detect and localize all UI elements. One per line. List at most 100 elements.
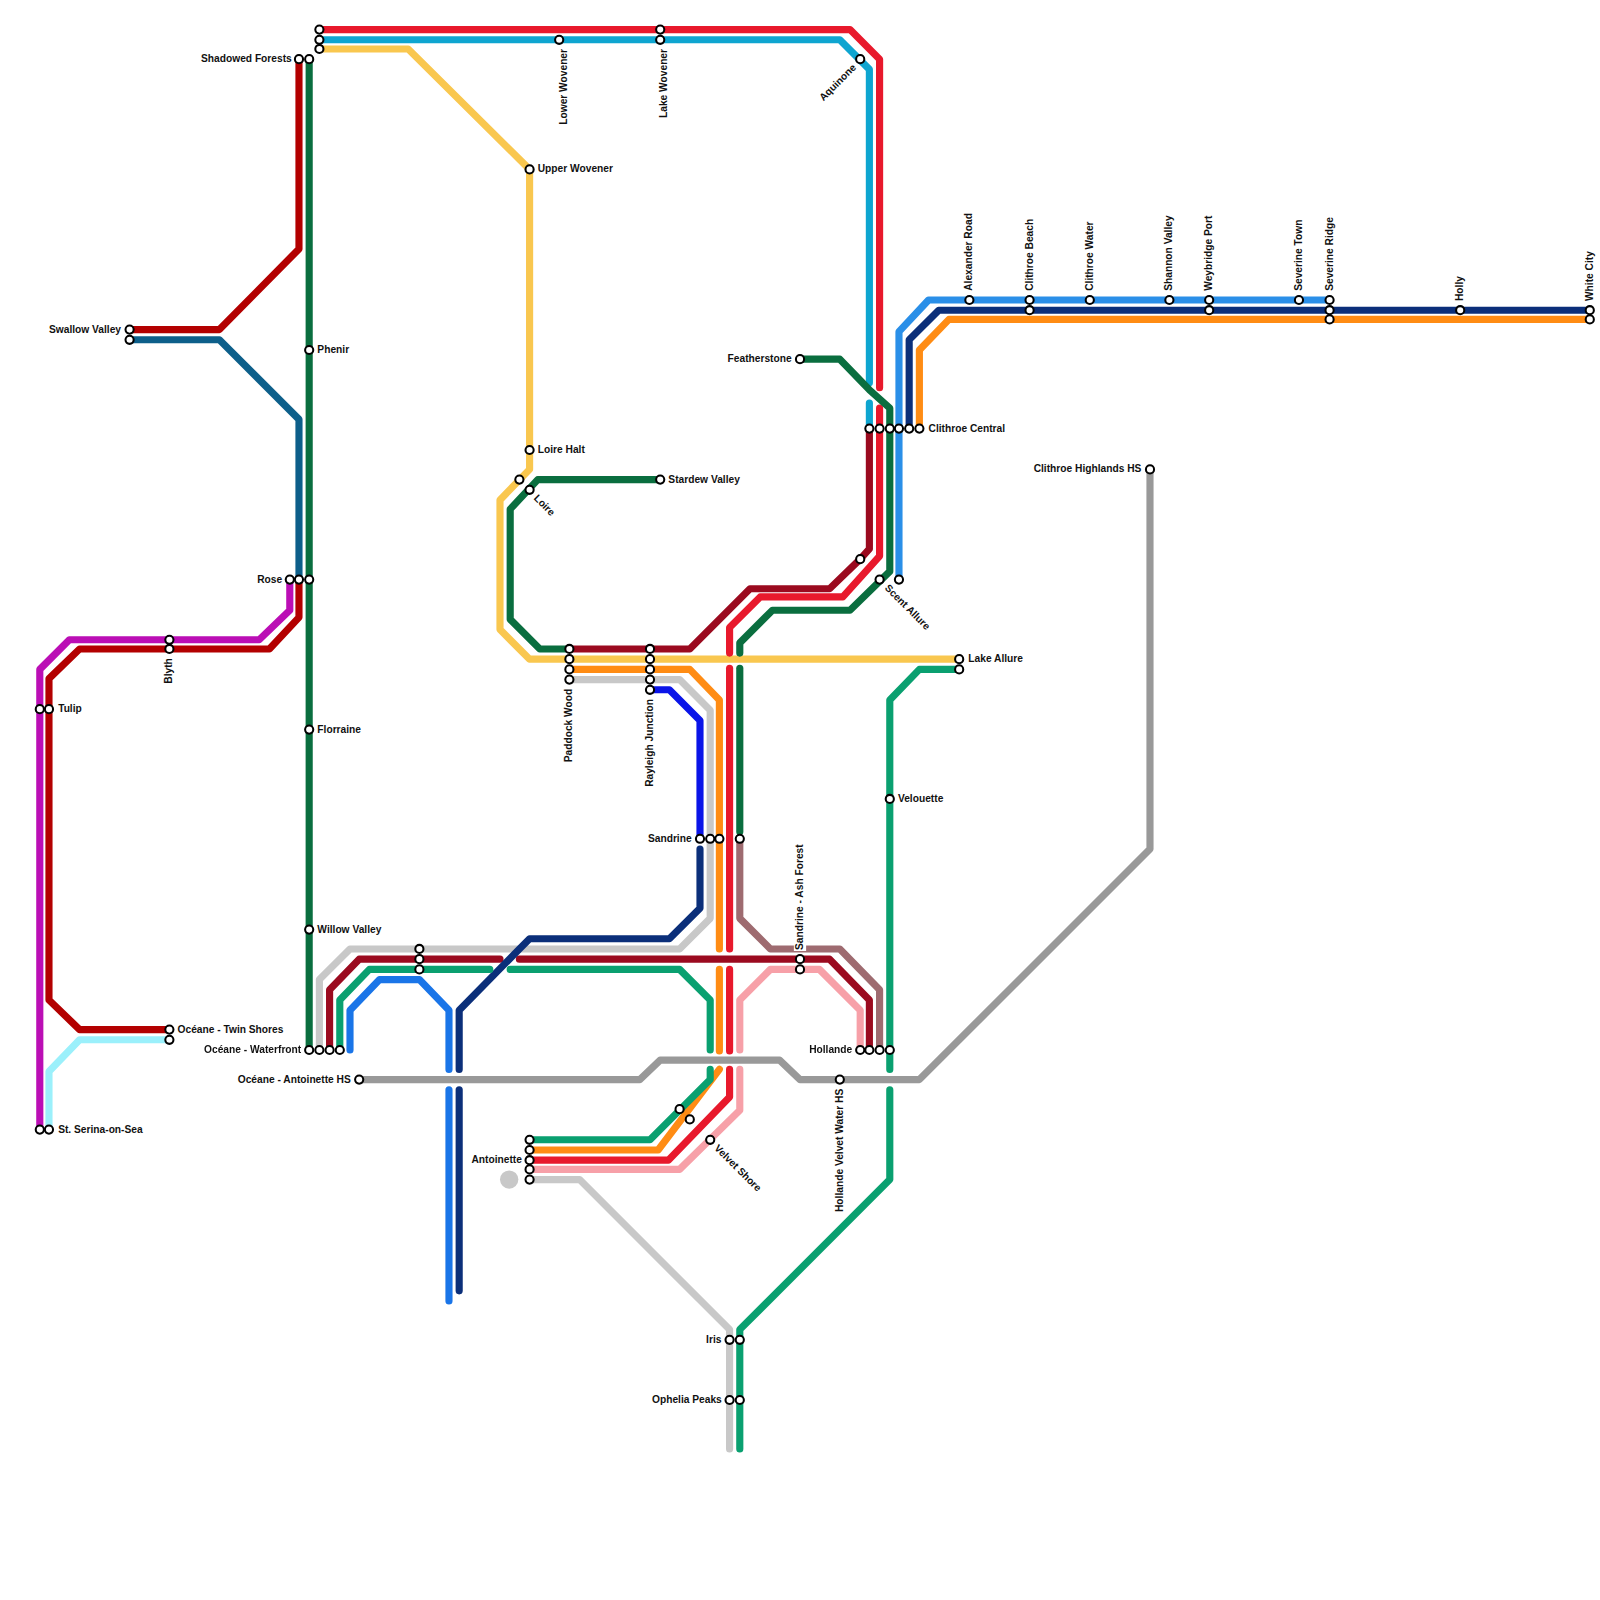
station-marker [295, 576, 303, 584]
station-marker [1205, 306, 1213, 314]
station-marker [415, 955, 423, 963]
station-marker [526, 1176, 534, 1184]
station-label: Lake Wovener [658, 48, 670, 119]
station-marker [305, 346, 313, 354]
metro-line [569, 429, 869, 649]
station-marker [715, 835, 723, 843]
line-terminus [500, 1170, 518, 1188]
station-label: Alexander Road [963, 212, 975, 292]
station-marker [1586, 306, 1594, 314]
metro-line [909, 310, 1590, 428]
station-marker [736, 1336, 744, 1344]
metro-line [319, 30, 879, 388]
station-marker [295, 55, 303, 63]
station-marker [1026, 306, 1034, 314]
station-marker [165, 1036, 173, 1044]
metro-line [530, 1069, 711, 1139]
station-label: Clithroe Water [1084, 220, 1096, 291]
station-label: Severine Town [1293, 219, 1305, 292]
metro-line [49, 580, 299, 1030]
station-marker [526, 165, 534, 173]
station-label: Lower Wovener [557, 48, 569, 126]
metro-line [530, 1180, 730, 1449]
station-marker [965, 296, 973, 304]
station-label: Blyth [163, 657, 175, 685]
station-marker [565, 665, 573, 673]
station-marker [305, 1046, 313, 1054]
station-label: Phenir [316, 344, 350, 356]
station-label: Ophelia Peaks [651, 1394, 723, 1406]
station-marker [1325, 306, 1333, 314]
station-marker [895, 576, 903, 584]
metro-line [740, 969, 860, 1050]
metro-line [456, 1090, 463, 1291]
station-marker [36, 705, 44, 713]
station-marker [526, 446, 534, 454]
station-marker [315, 1046, 323, 1054]
metro-line [319, 40, 869, 383]
station-marker [336, 1046, 344, 1054]
station-marker [1456, 306, 1464, 314]
station-marker [1295, 296, 1303, 304]
metro-line [130, 340, 299, 580]
station-marker [305, 726, 313, 734]
station-marker [526, 1165, 534, 1173]
station-marker [526, 486, 534, 494]
metro-line [530, 1069, 720, 1150]
station-label: Tulip [57, 703, 83, 715]
station-marker [856, 555, 864, 563]
station-marker [565, 655, 573, 663]
metro-line [890, 669, 959, 1069]
station-marker [796, 355, 804, 363]
station-marker [726, 1336, 734, 1344]
station-marker [286, 576, 294, 584]
metro-line [726, 668, 733, 949]
station-marker [915, 424, 923, 432]
station-marker [45, 1126, 53, 1134]
station-marker [736, 835, 744, 843]
metro-line [350, 980, 449, 1070]
station-label: Velouette [897, 793, 944, 805]
station-marker [955, 655, 963, 663]
station-marker [305, 926, 313, 934]
metro-line [726, 969, 733, 1051]
metro-line [130, 59, 299, 329]
metro-line [445, 1090, 452, 1301]
station-marker [895, 424, 903, 432]
metro-line [319, 49, 959, 659]
station-marker [796, 955, 804, 963]
station-marker [355, 1076, 363, 1084]
station-label: Swallow Valley [48, 323, 122, 335]
station-label: Shannon Valley [1163, 214, 1175, 291]
station-marker [526, 1136, 534, 1144]
station-marker [696, 835, 704, 843]
station-marker [955, 665, 963, 673]
station-marker [656, 476, 664, 484]
metro-line [319, 680, 710, 1050]
station-marker [876, 424, 884, 432]
metro-line [740, 1090, 890, 1449]
station-label: Florraine [316, 723, 362, 735]
station-label: Antoinette [470, 1154, 523, 1166]
station-marker [706, 1136, 714, 1144]
metro-line [359, 469, 1150, 1079]
station-label: Clithroe Central [928, 422, 1007, 434]
station-marker [865, 424, 873, 432]
station-label: Holly [1454, 275, 1466, 302]
station-marker [526, 1156, 534, 1164]
station-marker [836, 1076, 844, 1084]
station-label: Scent Allure [881, 581, 933, 633]
station-marker [315, 45, 323, 53]
station-marker [646, 676, 654, 684]
station-marker [1165, 296, 1173, 304]
station-marker [36, 1126, 44, 1134]
station-label: Iris [705, 1334, 722, 1346]
station-marker [876, 1046, 884, 1054]
station-marker [905, 424, 913, 432]
station-marker [555, 36, 563, 44]
station-marker [736, 1396, 744, 1404]
station-marker [886, 424, 894, 432]
station-marker [1325, 296, 1333, 304]
station-label: Severine Ridge [1323, 216, 1335, 292]
metro-line [49, 1040, 169, 1130]
